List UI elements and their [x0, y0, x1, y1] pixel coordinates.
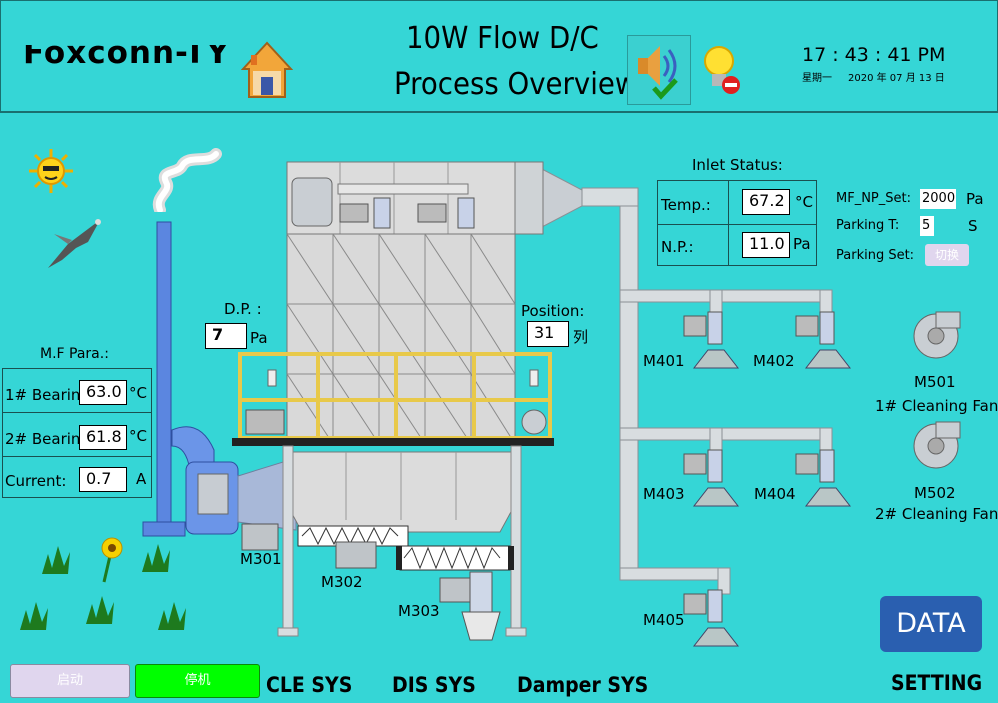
flower-icon: [101, 537, 123, 583]
sun-icon: [28, 148, 74, 194]
motor-m502-label: M502: [914, 484, 956, 502]
plant-icons: [20, 544, 186, 630]
temp-label: Temp.:: [661, 196, 711, 214]
parking-t-label: Parking T:: [836, 218, 900, 233]
clock-weekday: 星期一: [802, 73, 832, 84]
nav-dis-sys[interactable]: DIS SYS: [392, 673, 476, 697]
dp-label: D.P. :: [224, 300, 262, 318]
company-logo: Foxconn-TY: [23, 45, 230, 71]
speaker-icon[interactable]: [627, 35, 691, 105]
start-button[interactable]: 启动: [10, 664, 130, 698]
parking-set-label: Parking Set:: [836, 248, 915, 263]
stop-button[interactable]: 停机: [135, 664, 260, 698]
motor-m302-label: M302: [321, 573, 363, 591]
bearing2-unit: °C: [129, 427, 147, 445]
bearing2-label: 2# Bearing: [5, 430, 90, 448]
nav-cle-sys[interactable]: CLE SYS: [266, 673, 353, 697]
parking-t-input[interactable]: 5: [920, 216, 934, 236]
bearing1-unit: °C: [129, 384, 147, 402]
motor-m404-label: M404: [754, 485, 796, 503]
current-label: Current:: [5, 472, 67, 490]
motor-m403-label: M403: [643, 485, 685, 503]
duct-pipes: [539, 167, 833, 595]
mf-np-set-input[interactable]: 2000: [920, 189, 956, 209]
alarm-bulb-icon[interactable]: [701, 43, 745, 99]
np-unit: Pa: [793, 235, 811, 253]
hopper: [289, 451, 513, 533]
parking-t-unit: S: [968, 217, 978, 235]
dp-unit: Pa: [250, 329, 268, 347]
inlet-status-title: Inlet Status:: [692, 156, 783, 174]
header-bar: Foxconn-TY 10W Flow D/C Process Overview…: [0, 0, 998, 113]
nav-setting[interactable]: SETTING: [891, 671, 983, 695]
motor-m501-label: M501: [914, 373, 956, 391]
smoke-icon: [152, 148, 222, 216]
mf-np-set-label: MF_NP_Set:: [836, 191, 911, 206]
motor-m303-label: M303: [398, 602, 440, 620]
motor-m301-label: M301: [240, 550, 282, 568]
temp-value: 67.2: [742, 189, 790, 215]
home-icon[interactable]: [240, 41, 294, 99]
inlet-status-table: [657, 180, 817, 266]
parking-set-switch-button[interactable]: 切换: [925, 244, 969, 266]
motor-m402-label: M402: [753, 352, 795, 370]
np-label: N.P.:: [661, 238, 694, 256]
np-value: 11.0: [742, 232, 790, 258]
position-label: Position:: [521, 302, 585, 320]
filter-grid: [286, 233, 516, 445]
chimney: [156, 221, 172, 525]
mf-para-title: M.F Para.:: [40, 346, 109, 362]
screw-conveyor: [297, 525, 514, 571]
page-title-line2: Process Overview: [394, 67, 638, 102]
temp-unit: °C: [795, 193, 813, 211]
clock-date: 2020 年 07 月 13 日: [848, 73, 945, 84]
bird-icon: [44, 214, 106, 270]
main-fan: [171, 426, 297, 535]
motor-shapes: [241, 523, 501, 641]
motor-m405-label: M405: [643, 611, 685, 629]
mf-para-table: [2, 368, 152, 498]
position-value: 31: [527, 321, 569, 347]
nav-damper-sys[interactable]: Damper SYS: [517, 673, 649, 697]
position-unit: 列: [573, 328, 589, 346]
collector-body: [286, 161, 544, 445]
valves: [683, 311, 852, 647]
cleaning-fans: [913, 311, 961, 469]
data-button[interactable]: DATA: [880, 596, 982, 652]
motor-m401-label: M401: [643, 352, 685, 370]
mf-np-set-unit: Pa: [966, 190, 984, 208]
bearing2-value: 61.8: [79, 425, 127, 450]
clock-time: 17 : 43 : 41 PM: [802, 44, 946, 66]
current-unit: A: [136, 470, 147, 488]
current-value: 0.7: [79, 467, 127, 492]
cleaning-fan-1-label: 1# Cleaning Fan: [875, 397, 998, 415]
page-title-line1: 10W Flow D/C: [406, 21, 599, 56]
bearing1-value: 63.0: [79, 380, 127, 405]
cleaning-fan-2-label: 2# Cleaning Fan: [875, 505, 998, 523]
dp-value: 7: [205, 323, 247, 349]
bearing1-label: 1# Bearing: [5, 386, 90, 404]
